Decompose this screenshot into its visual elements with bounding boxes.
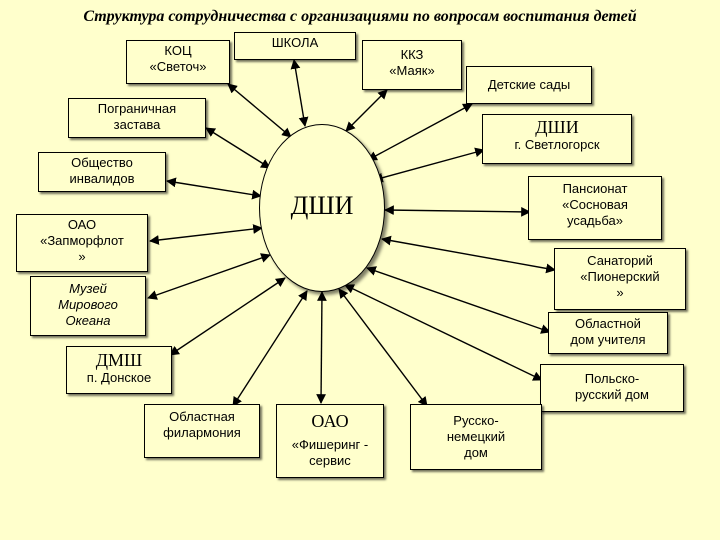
arrow-kots (227, 83, 292, 138)
node-zapmorflot: ОАО «Запморфлот » (16, 214, 148, 272)
node-polsko-russkiy: Польско- русский дом (540, 364, 684, 412)
node-shkola-line-1: ШКОЛА (271, 35, 319, 50)
node-pansionat: Пансионат «Сосновая усадьба» (528, 176, 662, 240)
node-filarmoniya: Областная филармония (144, 404, 260, 458)
node-zapmorflot-line-2: «Запморфлот (40, 233, 124, 248)
arrow-dom-uchitelya (366, 266, 551, 334)
node-pansionat-line-2: «Сосновая (562, 197, 628, 212)
center-ellipse (259, 124, 385, 292)
node-sanatoriy-line-3: » (616, 285, 624, 300)
arrow-fishering (316, 291, 327, 404)
arrow-obshchestvo (166, 177, 262, 200)
node-fishering-line-3: сервис (309, 453, 351, 468)
node-dom-uchitelya-line-1: Областной (575, 316, 641, 331)
arrow-pansionat (384, 205, 531, 217)
node-kots-line-2: «Светоч» (149, 59, 207, 74)
center-label: ДШИ (290, 191, 354, 220)
node-dom-uchitelya: Областной дом учителя (548, 312, 668, 354)
node-muzey: Музей Мирового Океана (30, 276, 146, 336)
arrow-shkola (290, 59, 309, 127)
node-dmsh-donskoe: ДМШ п. Донское (66, 346, 172, 394)
node-obshchestvo-invalidov: Общество инвалидов (38, 152, 166, 192)
node-filarmoniya-line-1: Областная (169, 409, 235, 424)
node-dshi-svetlogorsk: ДШИ г. Светлогорск (482, 114, 632, 164)
node-sanatoriy: Санаторий «Пионерский » (554, 248, 686, 310)
node-sanatoriy-line-1: Санаторий (587, 253, 653, 268)
node-pogranzastava-line-2: застава (113, 117, 161, 132)
node-russko-nemetskiy-line-2: немецкий (446, 429, 506, 444)
node-fishering-line-1: ОАО (311, 411, 349, 431)
arrow-pogranzastava (205, 127, 271, 169)
diagram-title: Структура сотрудничества с организациями… (83, 8, 637, 25)
node-pansionat-line-1: Пансионат (562, 181, 628, 196)
node-polsko-russkiy-line-1: Польско- (584, 371, 640, 386)
arrow-kkz (345, 89, 388, 132)
node-dshi-svetlogorsk-line-1: ДШИ (535, 117, 579, 137)
node-kots-line-1: КОЦ (164, 43, 192, 58)
node-kkz-line-1: ККЗ (400, 47, 424, 62)
node-kots: КОЦ «Светоч» (126, 40, 230, 84)
node-pansionat-line-3: усадьба» (566, 213, 624, 228)
arrow-dshi-svetlogorsk (373, 147, 485, 183)
arrow-filarmoniya (232, 290, 308, 407)
node-russko-nemetskiy-line-3: дом (464, 445, 488, 460)
arrow-russko-nemetskiy (338, 288, 428, 407)
node-detskie-sady-line-1: Детские сады (487, 77, 571, 92)
arrow-zapmorflot (149, 224, 263, 245)
node-pogranzastava-line-1: Пограничная (97, 101, 177, 116)
arrow-detskie-sady (367, 103, 473, 161)
node-obshchestvo-line-1: Общество (71, 155, 133, 170)
arrow-polsko-russkiy (344, 284, 543, 381)
node-dom-uchitelya-line-2: дом учителя (570, 332, 646, 347)
node-muzey-line-3: Океана (65, 313, 111, 328)
node-sanatoriy-line-2: «Пионерский (580, 269, 660, 284)
node-zapmorflot-line-1: ОАО (67, 217, 97, 232)
node-obshchestvo-line-2: инвалидов (69, 171, 135, 186)
arrow-muzey (147, 253, 271, 300)
node-dmsh-line-2: п. Донское (86, 370, 152, 385)
node-shkola: ШКОЛА (234, 32, 356, 60)
node-dshi-svetlogorsk-line-2: г. Светлогорск (514, 137, 600, 152)
node-russko-nemetskiy: Русско- немецкий дом (410, 404, 542, 470)
node-fishering: ОАО «Фишеринг - сервис (276, 404, 384, 478)
arrow-dmsh (169, 277, 286, 356)
node-fishering-line-2: «Фишеринг - (291, 437, 369, 452)
node-muzey-line-1: Музей (69, 281, 107, 296)
node-detskie-sady: Детские сады (466, 66, 592, 104)
node-kkz: ККЗ «Маяк» (362, 40, 462, 90)
node-zapmorflot-line-3: » (78, 249, 86, 264)
node-russko-nemetskiy-line-1: Русско- (453, 413, 499, 428)
node-dmsh-line-1: ДМШ (95, 350, 143, 370)
node-muzey-line-2: Мирового (58, 297, 118, 312)
node-filarmoniya-line-2: филармония (163, 425, 241, 440)
node-polsko-russkiy-line-2: русский дом (574, 387, 649, 402)
node-pogranzastava: Пограничная застава (68, 98, 206, 138)
arrow-sanatoriy (381, 235, 556, 274)
node-kkz-line-2: «Маяк» (389, 63, 435, 78)
